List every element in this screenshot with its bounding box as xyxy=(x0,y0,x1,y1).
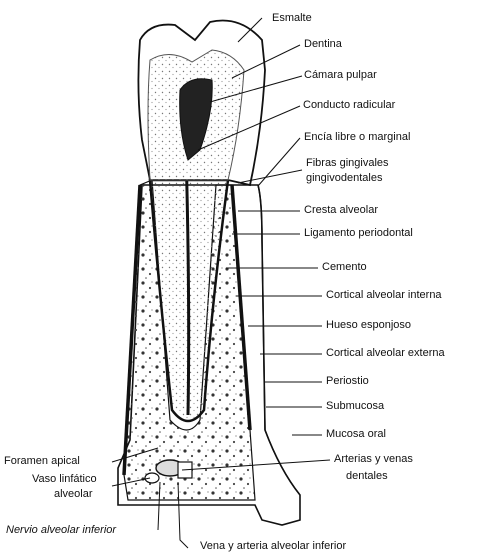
label-submucosa: Submucosa xyxy=(326,400,384,413)
label-cortical-externa: Cortical alveolar externa xyxy=(326,347,445,360)
label-vaso-1: Vaso linfático xyxy=(32,473,97,486)
tooth-crown xyxy=(138,20,265,185)
label-periostio: Periostio xyxy=(326,375,369,388)
label-foramen-apical: Foramen apical xyxy=(4,455,80,468)
label-encia: Encía libre o marginal xyxy=(304,131,410,144)
label-arterias-2: dentales xyxy=(346,470,388,483)
label-fibras-2: gingivodentales xyxy=(306,172,382,185)
label-hueso-esponjoso: Hueso esponjoso xyxy=(326,319,411,332)
label-camara-pulpar: Cámara pulpar xyxy=(304,69,377,82)
label-dentina: Dentina xyxy=(304,38,342,51)
label-vaso-2: alveolar xyxy=(54,488,93,501)
leader-encia xyxy=(258,138,300,186)
label-mucosa-oral: Mucosa oral xyxy=(326,428,386,441)
label-arterias-1: Arterias y venas xyxy=(334,453,413,466)
label-fibras-1: Fibras gingivales xyxy=(306,157,389,170)
label-cortical-interna: Cortical alveolar interna xyxy=(326,289,442,302)
label-nervio-alveolar: Nervio alveolar inferior xyxy=(6,524,116,537)
label-cemento: Cemento xyxy=(322,261,367,274)
label-cresta: Cresta alveolar xyxy=(304,204,378,217)
label-conducto-radicular: Conducto radicular xyxy=(303,99,395,112)
label-vena-arteria: Vena y arteria alveolar inferior xyxy=(200,540,346,553)
label-ligamento: Ligamento periodontal xyxy=(304,227,413,240)
label-esmalte: Esmalte xyxy=(272,12,312,25)
